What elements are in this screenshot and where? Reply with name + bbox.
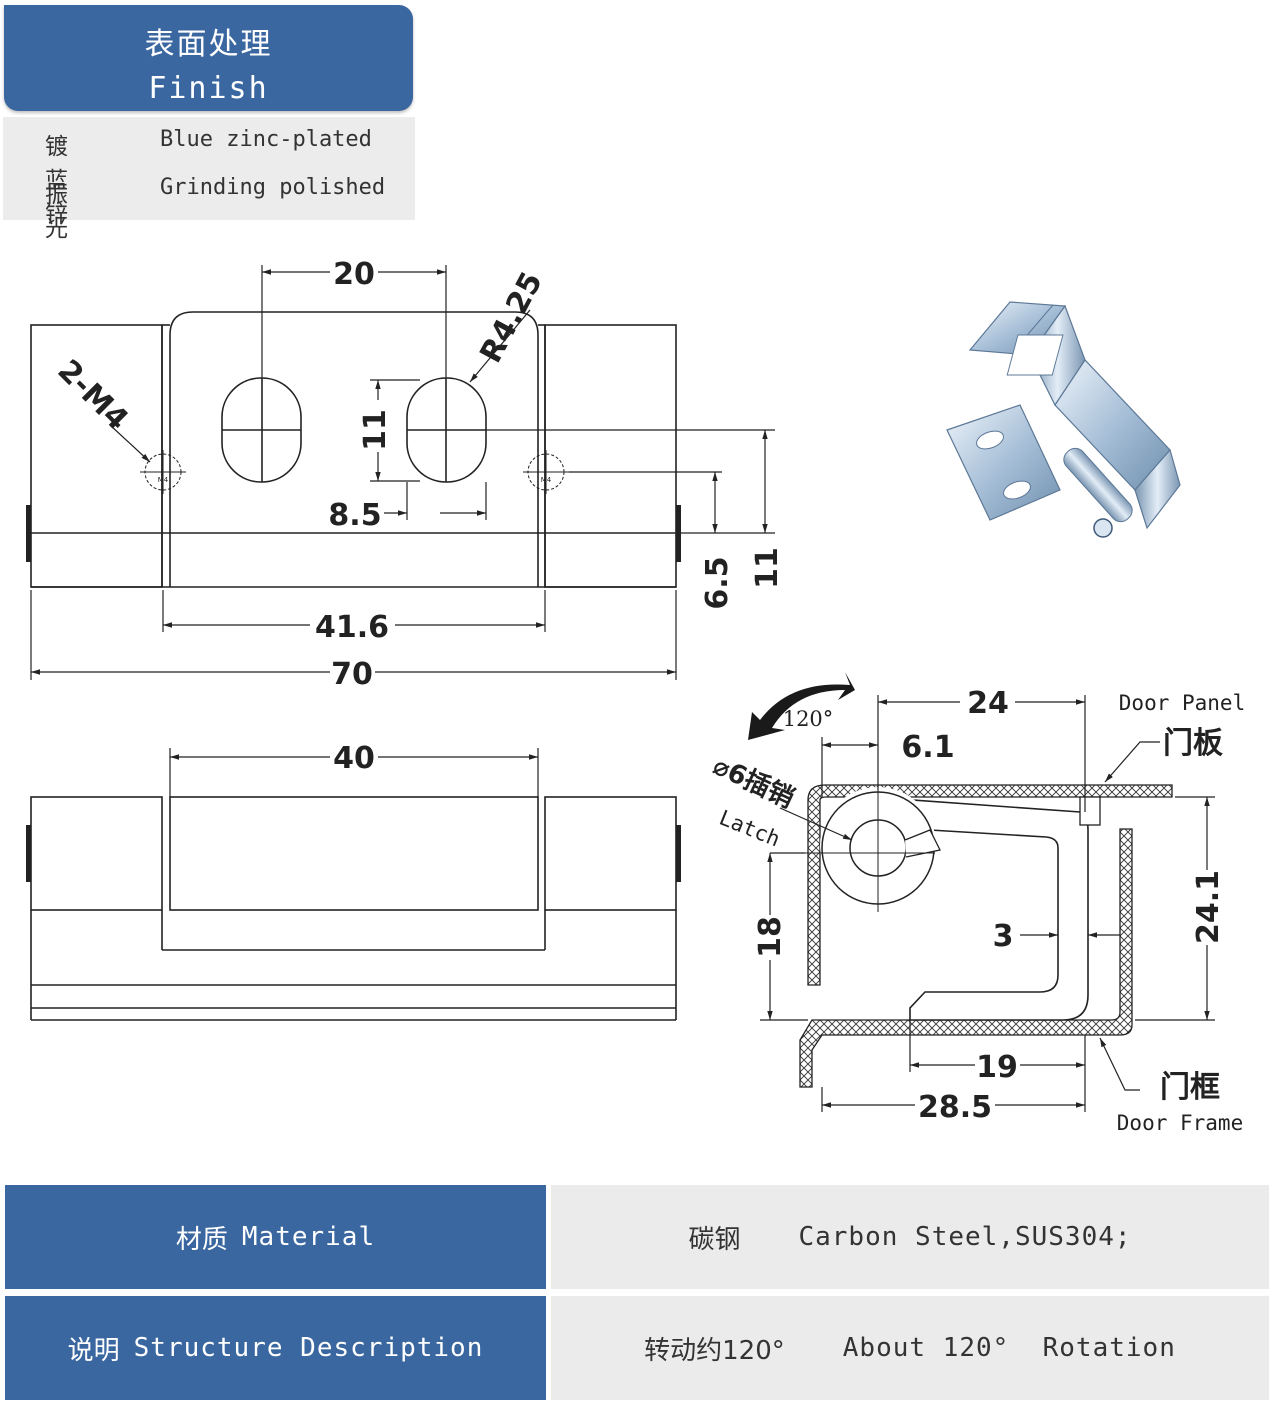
door-panel-label-en: Door Panel [1119, 691, 1245, 715]
left-knuckle [30, 324, 163, 588]
description-label-cell: 说明 Structure Description [5, 1296, 546, 1400]
dim-28-5: 28.5 [918, 1090, 992, 1125]
description-value-cell: 转动约120° About 120° Rotation [551, 1296, 1269, 1400]
dim-2-m4: 2-M4 [51, 353, 135, 437]
dim-8-5: 8.5 [328, 498, 381, 533]
dim-3: 3 [993, 919, 1014, 954]
material-label-en: Material [241, 1222, 376, 1252]
hinge-product-image [946, 301, 1181, 538]
door-frame-section [799, 828, 1133, 1088]
rotation-arrow [748, 672, 855, 740]
material-label-cell: 材质 Material [5, 1185, 546, 1289]
door-frame-label-en: Door Frame [1117, 1111, 1243, 1135]
dim-70: 70 [331, 657, 373, 692]
thread-label-left: M4 [158, 476, 169, 484]
dim-6-5: 6.5 [700, 556, 735, 609]
front-view-dimensions [30, 265, 775, 680]
finish-title-en: Finish [148, 71, 269, 106]
bottom-view [26, 796, 681, 1021]
rotation-label: 120° [783, 707, 834, 731]
dim-40: 40 [333, 741, 375, 776]
latch-label-en: Latch [716, 806, 784, 852]
front-view [26, 311, 681, 588]
dim-6-1: 6.1 [901, 730, 954, 765]
side-view-dimensions [760, 695, 1215, 1112]
finish-header: 表面处理 Finish [4, 5, 413, 111]
dim-41-6: 41.6 [315, 610, 389, 645]
description-label-en: Structure Description [133, 1333, 484, 1363]
door-panel-section [807, 784, 1173, 986]
dim-18: 18 [753, 916, 788, 958]
description-label-zh: 说明 [67, 1335, 120, 1366]
thread-label-right: M4 [541, 476, 552, 484]
front-view-labels: 20 R4.25 2-M4 11 8.5 6.5 11 41.6 70 [51, 257, 785, 692]
center-leaf [169, 311, 539, 587]
dim-11-slot: 11 [358, 409, 393, 451]
material-value-zh: 碳钢 [688, 1224, 741, 1255]
finish-title-zh: 表面处理 [144, 27, 273, 62]
side-view [799, 784, 1173, 1088]
material-label-zh: 材质 [175, 1224, 228, 1255]
side-view-labels: 24 6.1 18 3 24.1 19 28.5 ⌀6插销 门板 门框 [708, 686, 1226, 1125]
finish-row-en: Blue zinc-plated [160, 127, 372, 152]
dim-20: 20 [333, 257, 375, 292]
technical-drawing: 20 R4.25 2-M4 11 8.5 6.5 11 41.6 70 M4 M… [26, 257, 1245, 1135]
description-value-zh: 转动约120° [644, 1335, 785, 1366]
right-knuckle [544, 324, 677, 588]
dim-24-1: 24.1 [1191, 870, 1226, 944]
door-frame-label-zh: 门框 [1160, 1070, 1220, 1105]
door-panel-label-zh: 门板 [1163, 726, 1223, 761]
description-value-en: About 120° Rotation [842, 1333, 1176, 1363]
latch-label-zh: ⌀6插销 [708, 751, 798, 814]
material-value-cell: 碳钢 Carbon Steel,SUS304; [551, 1185, 1269, 1289]
finish-list: 镀蓝锌 Blue zinc-plated 振光 Grinding polishe… [3, 117, 415, 242]
material-value-en: Carbon Steel,SUS304; [798, 1222, 1132, 1252]
finish-row-en: Grinding polished [160, 175, 386, 200]
dim-11-height: 11 [750, 547, 785, 589]
finish-row-zh: 振光 [45, 182, 71, 242]
dim-24: 24 [967, 686, 1009, 721]
dim-19: 19 [976, 1050, 1018, 1085]
finish-row-zh: 镀蓝锌 [45, 134, 71, 228]
